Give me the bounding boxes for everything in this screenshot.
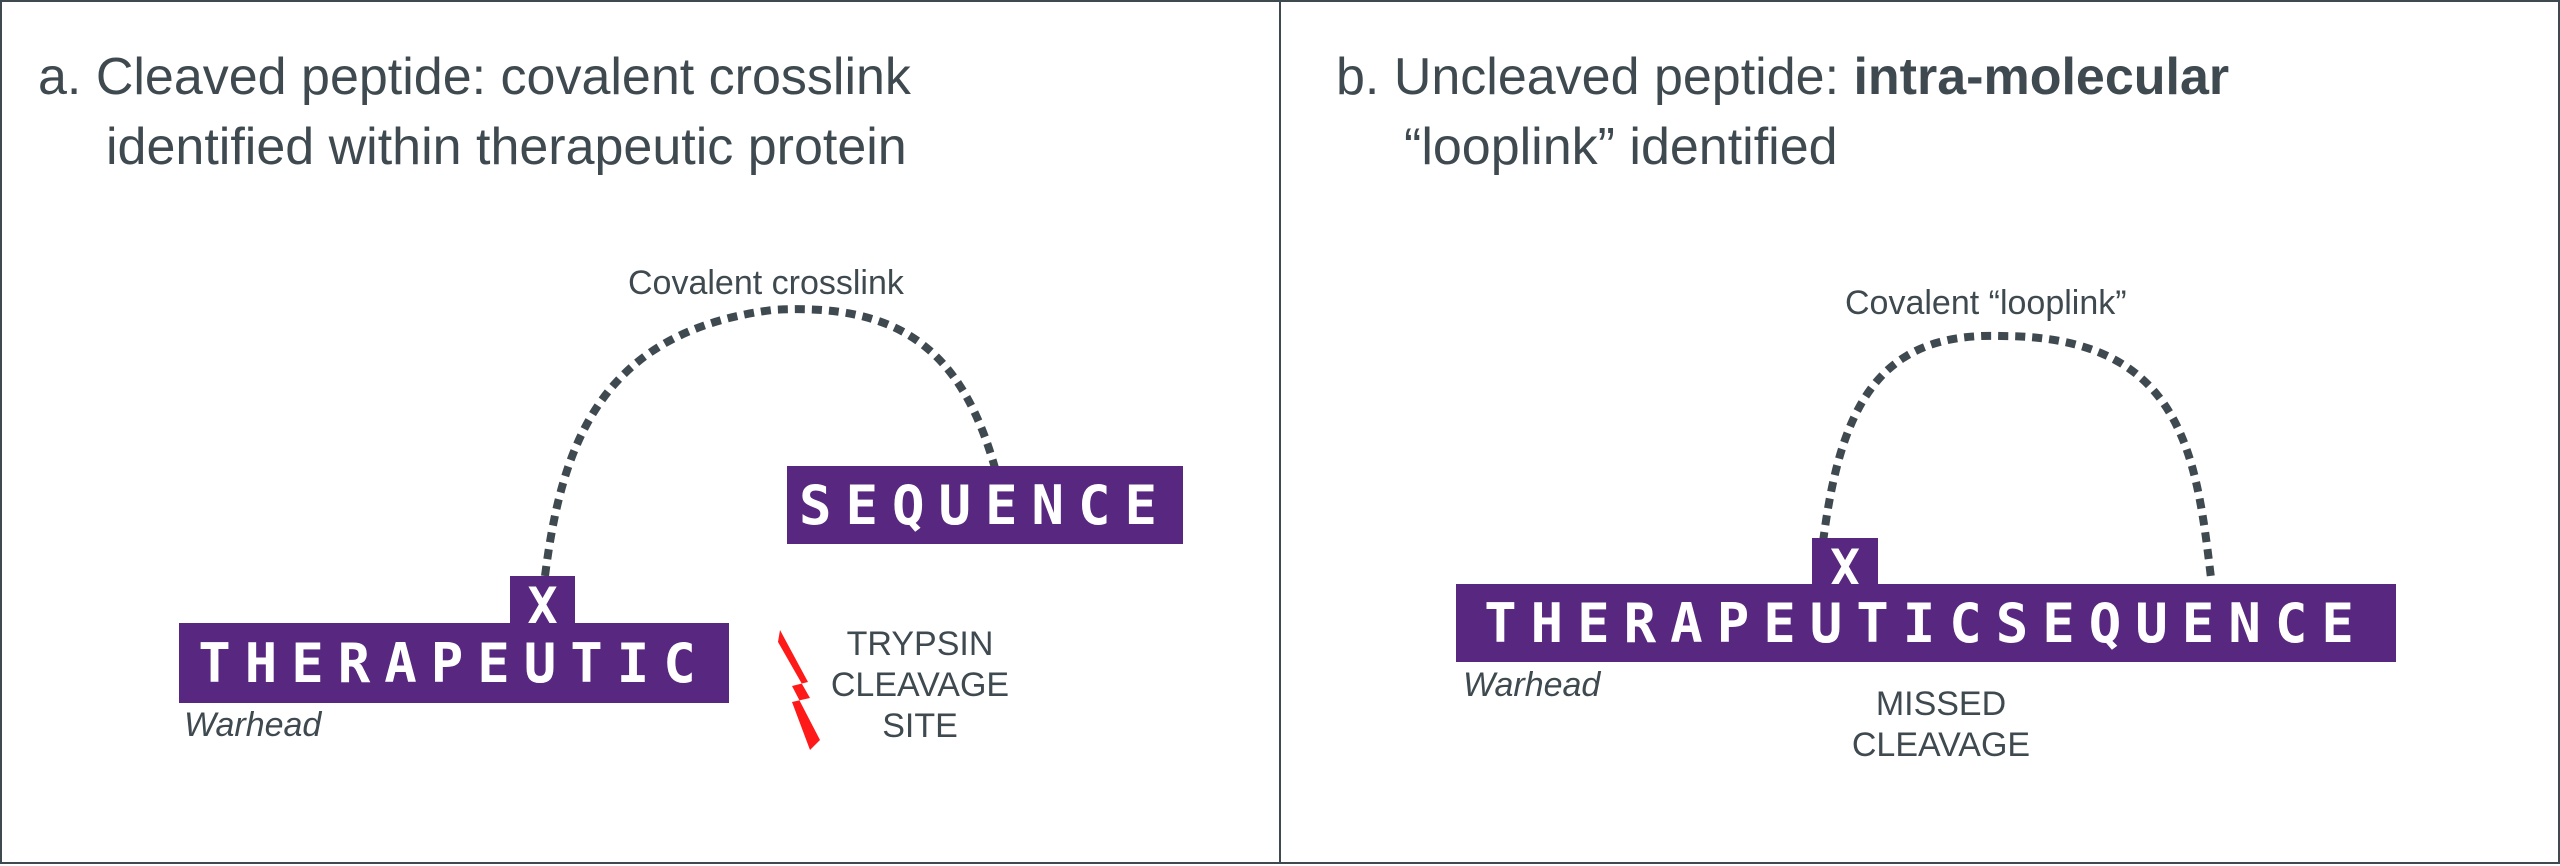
cleavage-label-line3: SITE <box>882 707 958 745</box>
panel-a-cleaved: a. Cleaved peptide: covalent crosslink i… <box>0 0 1281 864</box>
panel-b-uncleaved: b. Uncleaved peptide: intra-molecular “l… <box>1279 0 2560 864</box>
therapeutic-sequence-box: THERAPEUTIC <box>179 623 729 703</box>
warhead-label: Warhead <box>184 706 322 744</box>
missed-label-line2: CLEAVAGE <box>1851 726 2031 764</box>
crosslink-label: Covalent crosslink <box>628 264 904 302</box>
trypsin-cleavage-label: TRYPSIN CLEAVAGE SITE <box>820 624 1020 747</box>
missed-cleavage-label: MISSED CLEAVAGE <box>1841 684 2041 766</box>
sequence-box: SEQUENCE <box>787 466 1183 544</box>
cleavage-label-line2: CLEAVAGE <box>830 666 1010 704</box>
therapeutic-sequence-box: THERAPEUTICSEQUENCE <box>1456 584 2396 662</box>
cleavage-label-line1: TRYPSIN <box>846 625 994 663</box>
panel-b-title-line1: b. Uncleaved peptide: intra-molecular <box>1336 42 2229 112</box>
panel-b-title-line2: “looplink” identified <box>1404 118 1838 176</box>
panel-b-title-prefix: b. Uncleaved peptide: <box>1336 48 1854 106</box>
panel-b-title: b. Uncleaved peptide: intra-molecular “l… <box>1336 42 2229 182</box>
panel-b-looplink-arc <box>1819 331 2215 579</box>
warhead-label: Warhead <box>1463 666 1601 704</box>
looplink-label: Covalent “looplink” <box>1845 284 2127 322</box>
panel-a-title-line1: a. Cleaved peptide: covalent crosslink <box>38 48 911 106</box>
panel-a-crosslink-arc <box>541 305 999 750</box>
panel-a-title-line2: identified within therapeutic protein <box>106 118 907 176</box>
lightning-bolt-icon <box>778 630 820 750</box>
panel-b-title-bold: intra-molecular <box>1853 48 2230 106</box>
panel-a-title: a. Cleaved peptide: covalent crosslink i… <box>38 42 911 182</box>
missed-label-line1: MISSED <box>1875 685 2007 723</box>
